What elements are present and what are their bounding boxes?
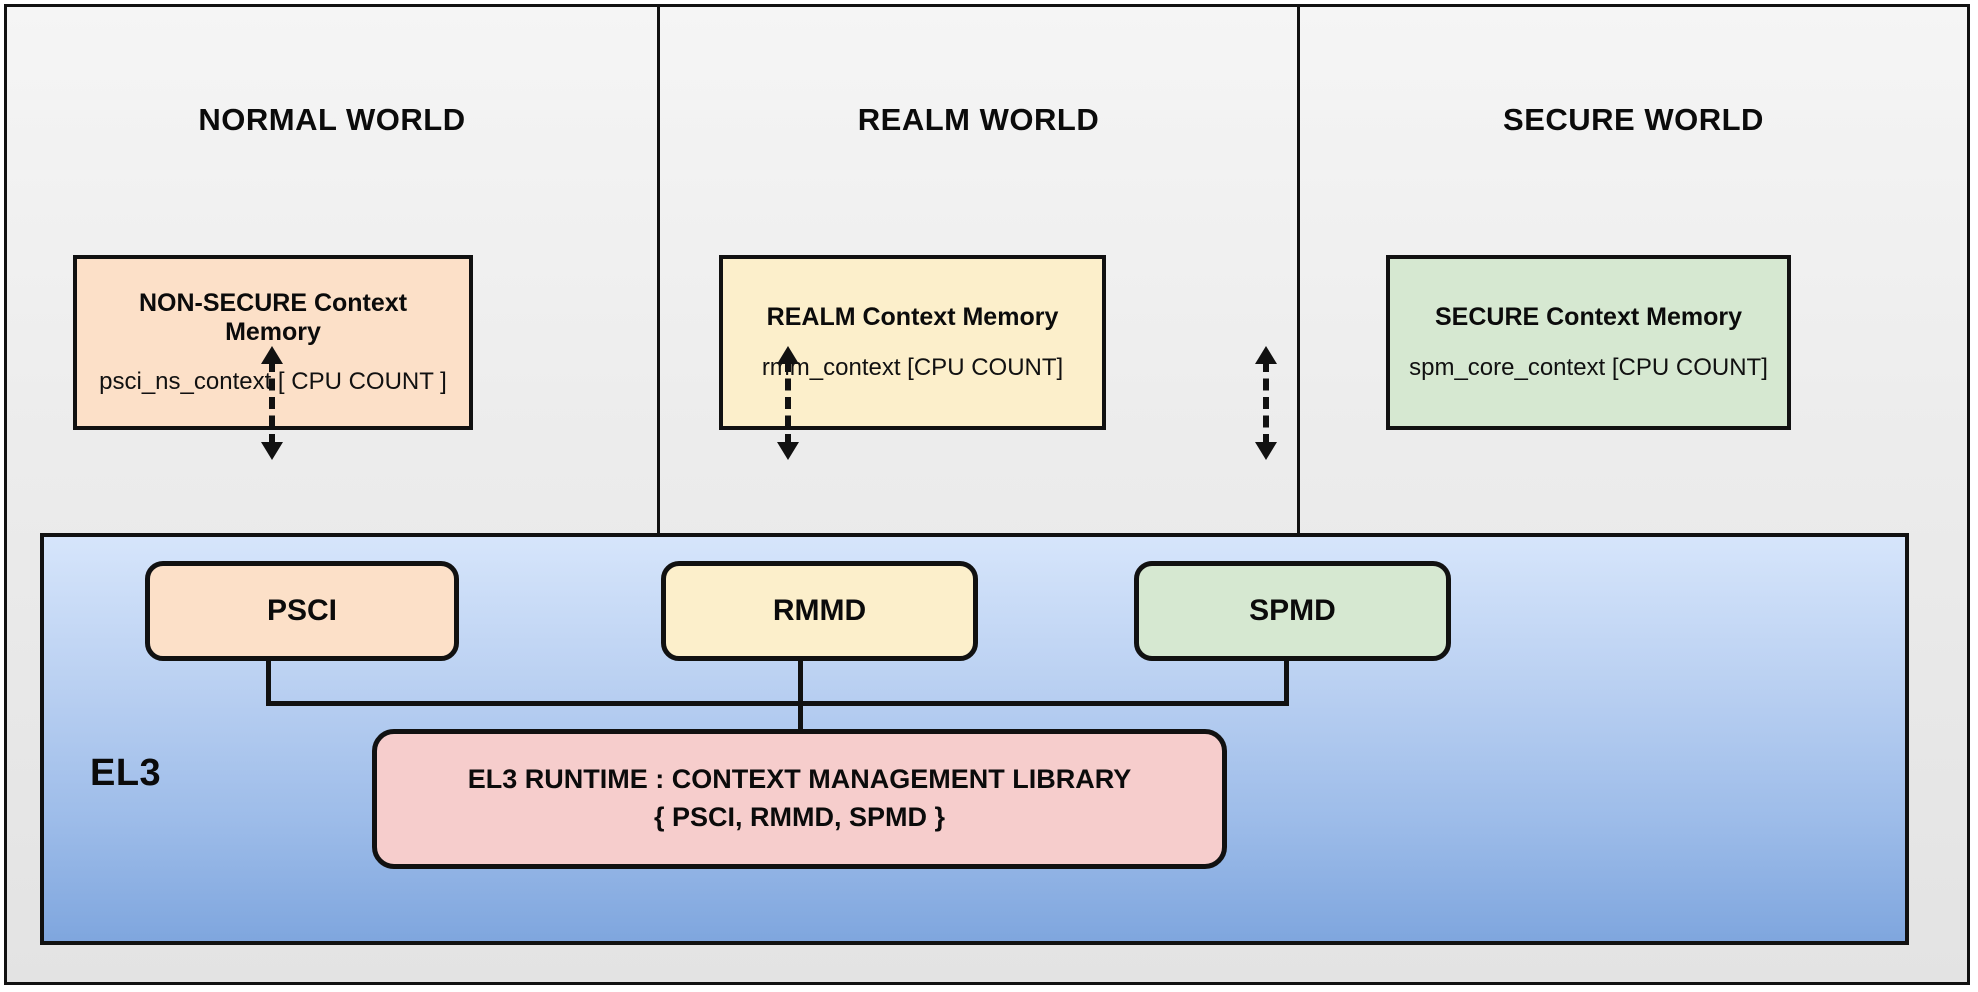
arrow-head-down-icon <box>261 442 283 460</box>
bidirectional-arrow-realm <box>777 346 799 460</box>
context-memory-box-secure: SECURE Context Memory spm_core_context [… <box>1386 255 1791 430</box>
arrow-head-up-icon <box>777 346 799 364</box>
connector-psci-vertical <box>266 661 271 705</box>
world-title-normal: NORMAL WORLD <box>198 102 466 137</box>
world-column-secure: SECURE WORLD SECURE Context Memory spm_c… <box>1297 7 1967 534</box>
bidirectional-arrow-normal <box>261 346 283 460</box>
arrow-head-down-icon <box>1255 442 1277 460</box>
arrow-head-up-icon <box>1255 346 1277 364</box>
worlds-band: NORMAL WORLD NON-SECURE Context Memory p… <box>7 7 1967 534</box>
dispatcher-box-rmmd[interactable]: RMMD <box>661 561 978 661</box>
arrow-stem <box>1263 360 1269 446</box>
context-memory-title-realm: REALM Context Memory <box>766 303 1059 332</box>
arrow-stem <box>785 360 791 446</box>
dispatcher-box-spmd[interactable]: SPMD <box>1134 561 1451 661</box>
arrow-head-down-icon <box>777 442 799 460</box>
el3-runtime-library-box[interactable]: EL3 RUNTIME : CONTEXT MANAGEMENT LIBRARY… <box>372 729 1227 869</box>
runtime-library-components: { PSCI, RMMD, SPMD } <box>653 802 946 832</box>
context-memory-title-non-secure: NON-SECURE Context Memory <box>138 288 408 346</box>
runtime-library-title: EL3 RUNTIME : CONTEXT MANAGEMENT LIBRARY <box>467 764 1132 795</box>
el3-label: EL3 <box>90 752 162 794</box>
bidirectional-arrow-secure <box>1255 346 1277 460</box>
el3-panel: EL3 PSCI RMMD SPMD EL3 RUNTIME : CONTEXT… <box>40 533 1909 945</box>
context-memory-title-secure: SECURE Context Memory <box>1435 303 1742 332</box>
context-memory-subtitle-secure: spm_core_context [CPU COUNT] <box>1409 354 1768 382</box>
context-memory-subtitle-realm: rmm_context [CPU COUNT] <box>761 354 1064 382</box>
connector-rmmd-vertical <box>798 661 803 705</box>
context-memory-box-realm: REALM Context Memory rmm_context [CPU CO… <box>719 255 1106 430</box>
world-column-normal: NORMAL WORLD NON-SECURE Context Memory p… <box>7 7 657 534</box>
world-title-realm: REALM WORLD <box>857 102 1100 137</box>
connector-spmd-vertical <box>1284 661 1289 705</box>
connector-horizontal-bus <box>266 701 1289 706</box>
connector-bus-to-runtime <box>798 701 803 733</box>
world-title-secure: SECURE WORLD <box>1503 102 1764 137</box>
arrow-head-up-icon <box>261 346 283 364</box>
dispatcher-box-psci[interactable]: PSCI <box>145 561 459 661</box>
arrow-stem <box>269 360 275 446</box>
world-column-realm: REALM WORLD REALM Context Memory rmm_con… <box>657 7 1297 534</box>
